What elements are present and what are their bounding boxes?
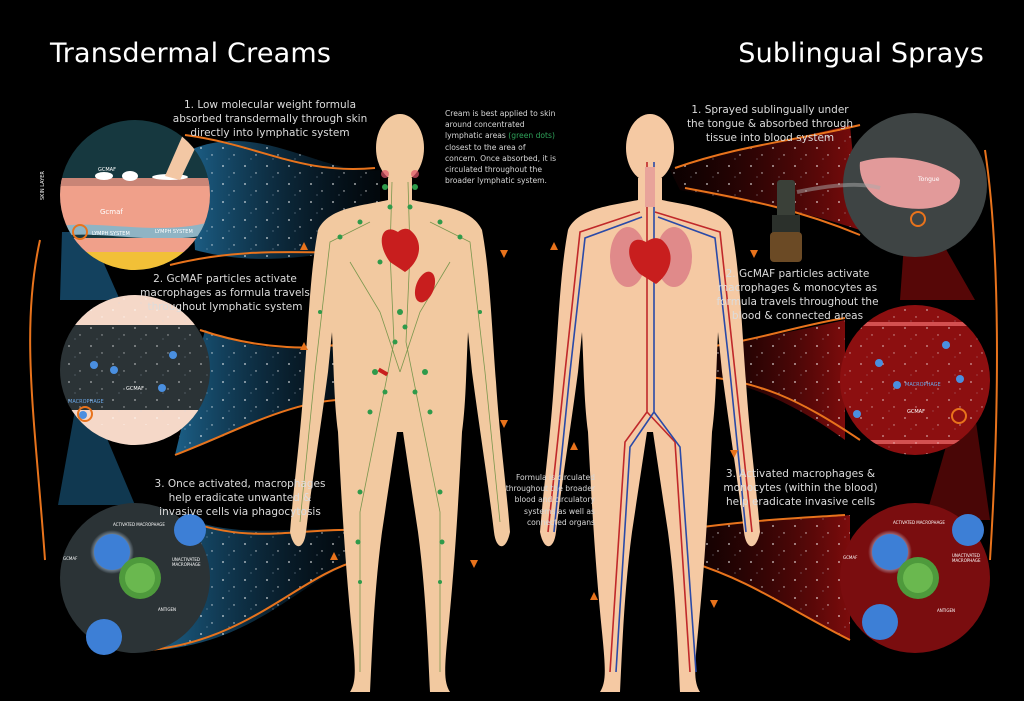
lymph-nodes [318, 184, 482, 584]
tongue [859, 157, 960, 209]
beam-skin-to-lymph [60, 232, 120, 300]
left-cell-circle [60, 503, 210, 655]
blood-gcmaf-label: Gcmaf [907, 409, 925, 415]
gcmaf-label: GcMAF [63, 556, 78, 561]
spleen [414, 271, 436, 303]
beam-lymph-to-cell [58, 410, 135, 505]
r-gcmaf-label: GcMAF [843, 555, 858, 560]
note-text: Cream is best applied to skin around con… [445, 109, 556, 141]
left-step-1: 1. Low molecular weight formula absorbed… [170, 98, 370, 140]
macrophage-label: MACROPHAGE [68, 399, 104, 405]
body-silhouette [290, 178, 510, 692]
arteries [547, 162, 753, 673]
activated-macrophage-label: ACTIVATED MACROPHAGE [113, 522, 165, 527]
caption-line: 2. GcMAF particles activate [153, 273, 297, 285]
caption-line: directly into lymphatic system [190, 127, 350, 139]
caption-line: help eradicate unwanted & [168, 492, 312, 504]
cream-note: Cream is best applied to skin around con… [445, 108, 560, 186]
caption-line: tissue into blood system [705, 132, 835, 144]
formula-note: Formula is circulated throughout the bro… [505, 472, 595, 528]
caption-line: formula travels throughout the [716, 296, 879, 308]
head [376, 114, 424, 182]
caption-line: invasive cells via phagocytosis [159, 506, 321, 518]
caption-line: 1. Sprayed sublingually under [691, 104, 849, 116]
heart [381, 228, 420, 272]
caption-line: 1. Low molecular weight formula [183, 99, 357, 111]
note-line: throughout the broader [505, 484, 595, 494]
lymph-gcmaf-label: GcMAF [126, 386, 144, 392]
blood-vessel-circle [840, 305, 990, 455]
caption-line: monocytes (within the blood) [723, 482, 878, 494]
lymph-system-label-2: Lymph System [155, 229, 193, 235]
antigen-label: ANTIGEN [158, 607, 176, 612]
caption-line: the tongue & absorbed through [686, 118, 854, 130]
note-line: blood and circulatory [514, 495, 595, 505]
r-activated-macrophage-label: ACTIVATED MACROPHAGE [893, 520, 945, 525]
tongue-circle [843, 113, 987, 257]
note-line: Formula is circulated [515, 473, 595, 482]
caption-line: 3. Activated macrophages & [725, 468, 876, 480]
connector-curves [29, 124, 998, 651]
caption-line: blood & connected areas [731, 310, 864, 322]
r-antigen-label: ANTIGEN [937, 608, 955, 613]
left-title: Transdermal Creams [50, 38, 332, 69]
right-step-3: 3. Activated macrophages & monocytes (wi… [708, 467, 893, 509]
caption-line: absorbed transdermally through skin [172, 113, 368, 125]
lymph-system-label: Lymph System [92, 231, 130, 237]
circulatory-body [540, 114, 760, 692]
caption-line: throughout lymphatic system [147, 301, 303, 313]
left-step-3: 3. Once activated, macrophages help erad… [145, 477, 335, 519]
caption-line: macrophages as formula travels [140, 287, 310, 299]
caption-line: 2. GcMAF particles activate [725, 268, 870, 280]
skin-layer-label: Skin Layer [40, 171, 46, 200]
flow-arrows [300, 242, 758, 608]
skin-layer-circle [60, 120, 210, 270]
note-line: systems as well as [524, 506, 595, 516]
right-step-2: 2. GcMAF particles activate macrophages … [705, 267, 890, 323]
unactivated-macrophage-label: UNACTIVATED MACROPHAGE [172, 557, 201, 567]
caption-line: help eradicate invasive cells [725, 496, 876, 508]
right-cell-circle [840, 503, 990, 653]
right-step-1: 1. Sprayed sublingually under the tongue… [680, 103, 860, 145]
blood-macrophage-label: MACROPHAGE [905, 382, 941, 388]
note-text: closest to the area of concern. Once abs… [445, 142, 557, 186]
caption-line: macrophages & monocytes as [717, 282, 878, 294]
note-highlight: (green dots) [508, 131, 555, 141]
left-step-2: 2. GcMAF particles activate macrophages … [130, 272, 320, 314]
heart-r [629, 238, 671, 284]
note-line: connected organs [526, 517, 595, 527]
skin-gcmaf-label: Gcmaf [98, 167, 116, 173]
veins [553, 162, 747, 673]
skin-gcmaf-mid-label: Gcmaf [100, 208, 123, 216]
spray-bottle [770, 180, 881, 262]
r-unactivated-macrophage-label: UNACTIVATED MACROPHAGE [952, 553, 981, 563]
right-title: Sublingual Sprays [738, 38, 984, 69]
lymphatic-body [290, 114, 510, 692]
tongue-label: Tongue [918, 176, 940, 183]
caption-line: 3. Once activated, macrophages [154, 478, 326, 490]
